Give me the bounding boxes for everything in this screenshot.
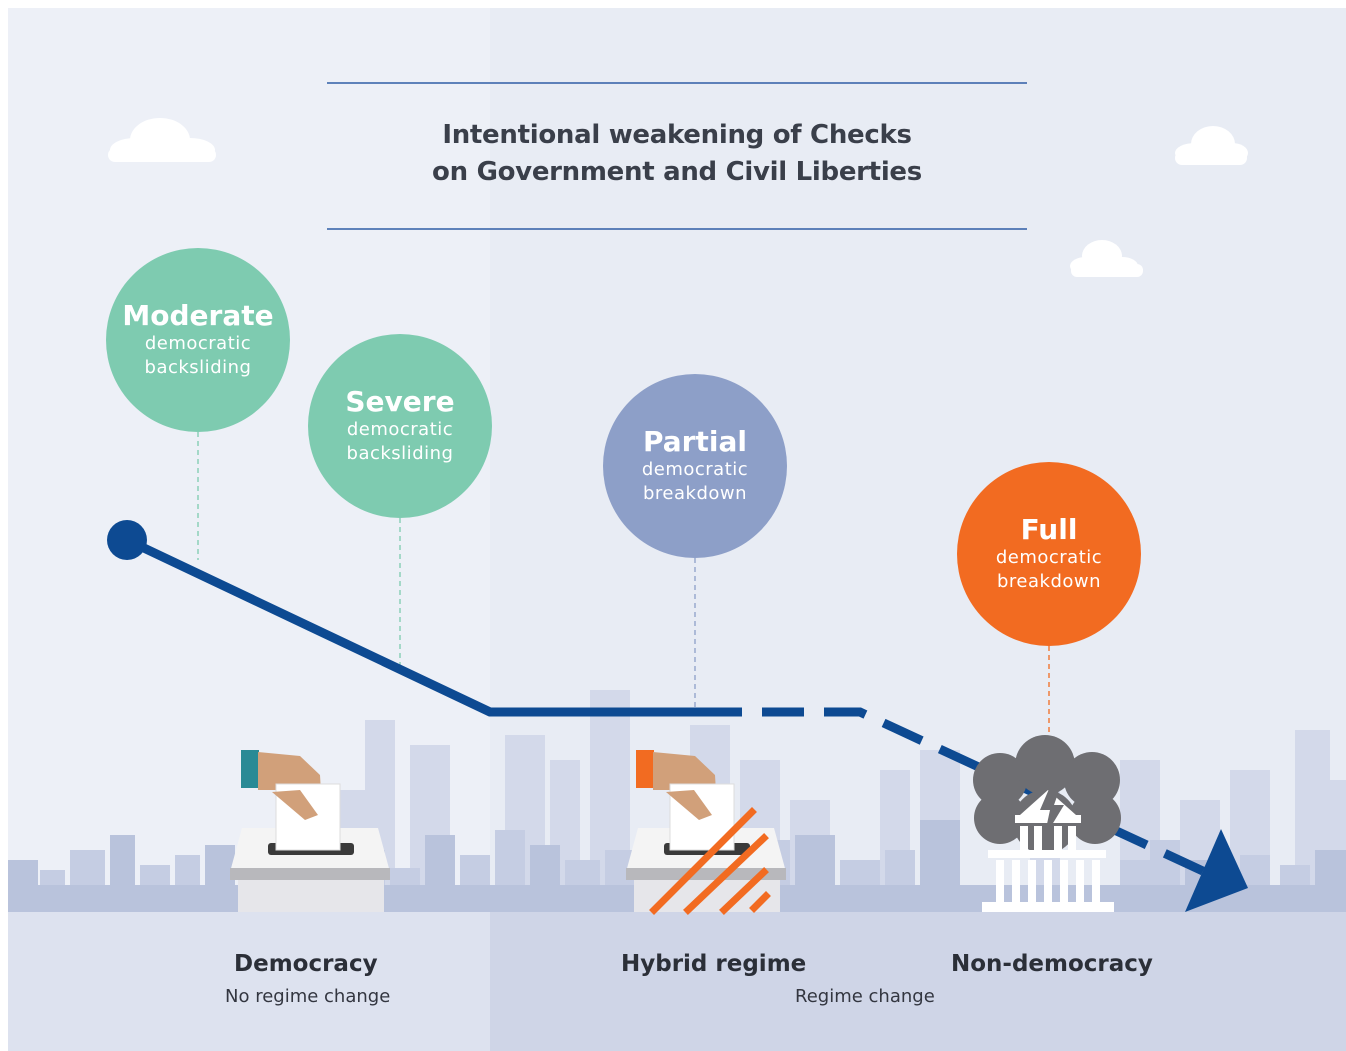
- cloud-icon: [1070, 240, 1143, 277]
- stage-partial-line1: democratic: [641, 459, 749, 480]
- stage-severe-line2: backsliding: [346, 443, 454, 464]
- stage-full-bubble: Full democratic breakdown: [957, 462, 1141, 646]
- no-regime-change-label: No regime change: [225, 986, 391, 1007]
- regime-hybrid-label: Hybrid regime: [621, 951, 807, 977]
- stage-partial-bubble: Partial democratic breakdown: [603, 374, 787, 558]
- diagram-title-line2: on Government and Civil Liberties: [432, 157, 922, 187]
- ground-democracy: [8, 912, 490, 1051]
- stage-full-line2: breakdown: [996, 571, 1102, 592]
- stage-partial-title: Partial: [643, 425, 747, 458]
- trend-start-dot: [107, 520, 147, 560]
- storm-cloud-over-government-building-icon: [973, 735, 1121, 912]
- stage-full-title: Full: [1020, 513, 1078, 546]
- crossed-ballot-box-icon: [626, 750, 786, 915]
- stage-partial-line2: breakdown: [642, 483, 748, 504]
- stage-severe-title: Severe: [345, 385, 455, 418]
- cloud-icon: [108, 118, 216, 162]
- regime-change-label: Regime change: [795, 986, 935, 1007]
- stage-severe-line1: democratic: [346, 419, 454, 440]
- regime-non-democracy-label: Non-democracy: [951, 951, 1153, 977]
- stage-severe-bubble: Severe democratic backsliding: [308, 334, 492, 518]
- diagram-title-line1: Intentional weakening of Checks: [442, 120, 912, 150]
- ballot-box-icon: [230, 750, 390, 912]
- regime-democracy-label: Democracy: [234, 951, 378, 977]
- stage-moderate-title: Moderate: [122, 299, 274, 332]
- ground-regime-change: [490, 912, 1346, 1051]
- stage-moderate-bubble: Moderate democratic backsliding: [106, 248, 290, 432]
- trend-arrowhead: [1185, 829, 1248, 912]
- stage-full-line1: democratic: [995, 547, 1103, 568]
- cloud-icon: [1175, 126, 1248, 165]
- stage-moderate-line1: democratic: [144, 333, 252, 354]
- stage-moderate-line2: backsliding: [144, 357, 252, 378]
